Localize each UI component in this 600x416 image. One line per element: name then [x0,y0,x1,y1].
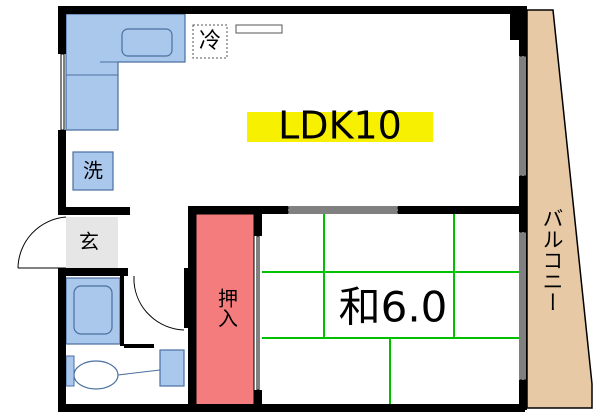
door-swings [17,216,185,331]
ldk-highlight [247,112,433,142]
genkan-floor [66,217,118,269]
balcony [526,9,593,409]
ldk-label: LDK10 [278,104,402,148]
washer-label: 洗 [83,159,103,183]
range-hood [235,24,283,34]
oshiire-label: 押入 [215,288,239,328]
fridge-space [192,24,228,59]
balcony-label: バルコニー [540,208,564,313]
washitsu-label: 和6.0 [339,283,448,332]
toilet-tank [159,349,185,387]
toilet-pipe [117,369,161,376]
wash-basin [65,355,75,387]
oshiire-closet [195,213,255,407]
bathtub-inner [73,285,113,335]
walls [58,6,527,412]
tatami-grid [262,214,519,406]
windows [60,53,527,391]
genkan-label: 玄 [79,230,99,254]
washer [72,151,114,191]
toilet-bowl [73,360,119,390]
kitchen-sink [121,28,173,57]
fridge-label: 冷 [199,29,221,54]
